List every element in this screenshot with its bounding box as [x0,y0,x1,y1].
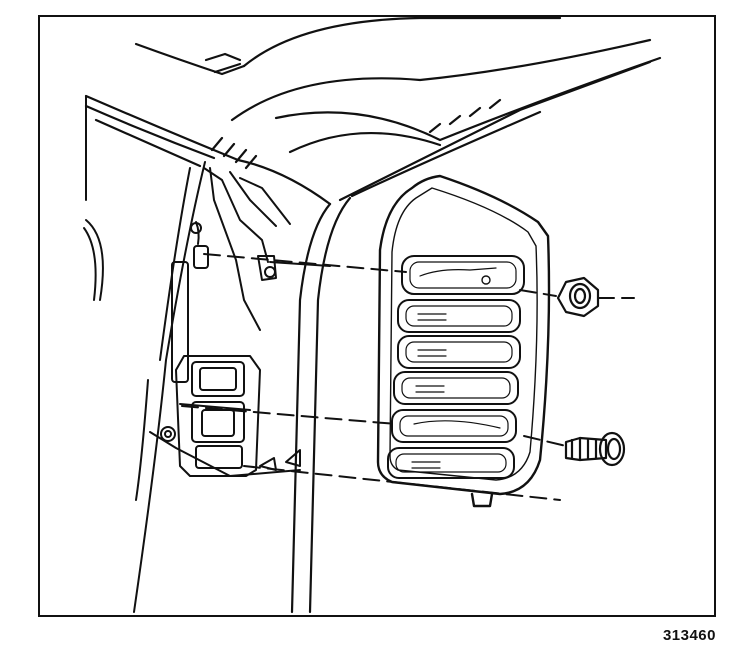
door-opening-left [83,95,206,613]
alignment-lines [181,253,635,501]
tail-lamp-retaining-screw [564,431,626,467]
tail-lamp-retaining-nut [556,276,600,318]
figure-number: 313460 [662,627,716,644]
tail-lamp-lens-segments [387,255,525,479]
tail-lamp-pocket [149,255,301,477]
liftgate-strut [171,167,291,383]
tail-lamp-assembly [376,174,551,508]
vehicle-roof-and-pillar [84,16,662,614]
illustration-frame [38,15,716,617]
